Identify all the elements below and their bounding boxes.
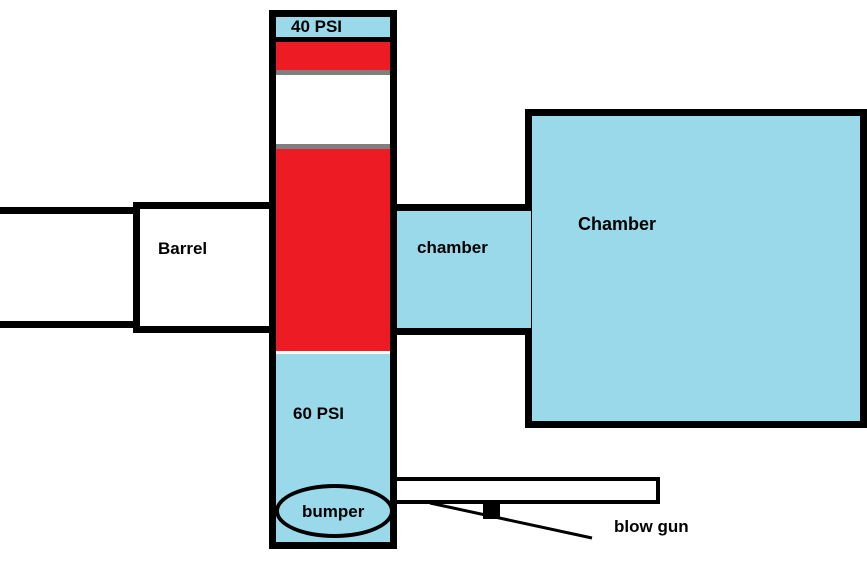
- bottom-pressure-label: 60 PSI: [293, 404, 345, 423]
- piston-gap: [276, 351, 390, 354]
- barrel-box: [133, 202, 277, 333]
- bumper-ellipse: [275, 484, 394, 538]
- blow-gun-trigger: [483, 502, 500, 519]
- blow-gun-body: [393, 477, 660, 504]
- pilot-chamber-box: [390, 204, 531, 335]
- tube-top-air-region: [276, 17, 390, 37]
- main-chamber-box: [525, 109, 867, 428]
- piston-main: [276, 149, 390, 351]
- top-pressure-label: 40 PSI: [291, 17, 343, 36]
- piston-upper-seal: [276, 42, 390, 70]
- piston-top-cap: [276, 37, 390, 42]
- seal-ring-lower: [276, 144, 390, 149]
- barrel-label: Barrel: [158, 239, 208, 258]
- seal-ring-upper: [276, 70, 390, 75]
- pilot-chamber-label: chamber: [417, 238, 488, 257]
- blow-gun-label: blow gun: [614, 517, 689, 536]
- piston-body: [276, 75, 390, 144]
- bumper-label: bumper: [302, 502, 365, 521]
- barrel-pipe-bottom-wall: [0, 321, 140, 328]
- main-chamber-label: Chamber: [578, 214, 657, 234]
- piston-tube: [269, 10, 397, 549]
- barrel-pipe-top-wall: [0, 207, 140, 214]
